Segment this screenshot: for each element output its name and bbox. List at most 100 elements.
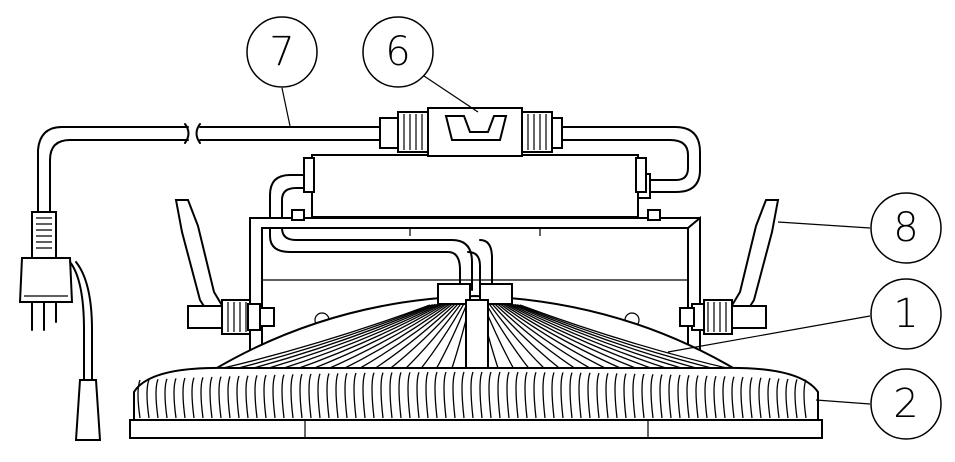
heatsink-fin <box>293 302 444 371</box>
ring-fin <box>137 379 141 419</box>
heatsink-fin <box>387 301 461 371</box>
ring-fin <box>218 376 222 419</box>
ring-fin <box>488 371 492 419</box>
heatsink-fin <box>309 302 447 371</box>
callout-8: 8 <box>777 192 942 264</box>
ring-fin <box>578 372 582 419</box>
ring-fin <box>767 377 771 419</box>
heatsink-fin <box>497 302 610 371</box>
ring-fin <box>560 372 564 419</box>
heatsink-fin <box>419 300 467 371</box>
heatsink-fin <box>503 302 641 371</box>
ring-fin <box>254 375 258 419</box>
ring-fin <box>623 373 627 419</box>
ring-fin <box>362 372 366 419</box>
ring-fin <box>299 373 303 419</box>
ring-fin <box>479 371 483 419</box>
ring-fin <box>236 375 240 419</box>
ring-fin <box>605 373 609 419</box>
ring-fin <box>389 372 393 419</box>
ring-fin <box>704 375 708 419</box>
ring-fin <box>227 376 231 419</box>
heatsink-fin <box>214 304 431 371</box>
heatsink-fin <box>230 304 433 371</box>
heatsink-fin <box>486 300 547 371</box>
ring-fin <box>317 373 321 419</box>
ring-fin <box>461 371 465 419</box>
ring-fin <box>470 371 474 419</box>
ring-fin <box>308 373 312 419</box>
callout-1: 1 <box>667 278 942 353</box>
ring-fin <box>713 375 717 419</box>
power-cord <box>18 123 381 441</box>
heatsink-fin <box>340 302 453 371</box>
ring-fin <box>659 374 663 419</box>
ring-fin <box>524 371 528 419</box>
ring-fin <box>182 377 186 419</box>
heatsink-fin <box>325 302 450 371</box>
ring-fin <box>209 376 213 419</box>
ring-fin <box>407 372 411 419</box>
ring-fin <box>758 377 762 419</box>
ring-fin <box>173 378 177 419</box>
ring-fin <box>794 379 798 419</box>
ring-fin <box>650 373 654 419</box>
ring-fin <box>515 371 519 419</box>
ring-fin <box>686 375 690 419</box>
driver-box <box>303 154 647 218</box>
heatsink-fin <box>514 303 704 371</box>
ring-fin <box>434 371 438 419</box>
callout-8-label: 8 <box>893 205 918 251</box>
ring-fin <box>272 374 276 419</box>
fin-ring <box>129 366 823 439</box>
ring-fin <box>731 376 735 419</box>
ring-fin <box>803 379 807 419</box>
callout-6: 6 <box>362 16 479 113</box>
heatsink-fin <box>246 303 436 371</box>
ring-fin <box>245 375 249 419</box>
ring-fin <box>641 373 645 419</box>
ring-fin <box>785 378 789 419</box>
heatsink-fin <box>483 300 531 371</box>
callout-6-label: 6 <box>385 29 410 75</box>
callout-2-label: 2 <box>893 381 918 427</box>
ring-fin <box>146 379 150 419</box>
ring-fin <box>281 374 285 419</box>
ring-fin <box>344 372 348 419</box>
heatsink-fin <box>495 301 594 371</box>
heatsink-fin <box>517 304 720 371</box>
ring-fin <box>668 374 672 419</box>
heatsink-fin <box>508 303 673 371</box>
heatsink-fin <box>262 303 439 371</box>
ring-fin <box>290 374 294 419</box>
ring-fin <box>506 371 510 419</box>
left-knob <box>174 199 275 335</box>
ring-fin <box>353 372 357 419</box>
heatsink-fin <box>500 302 625 371</box>
ring-fin <box>200 377 204 419</box>
ring-fin <box>164 378 168 419</box>
ring-fin <box>533 372 537 419</box>
ring-fin <box>722 376 726 419</box>
ring-fin <box>596 372 600 419</box>
ring-fin <box>191 377 195 419</box>
heatsink-fin <box>403 300 464 371</box>
ring-fin <box>740 376 744 419</box>
callout-2: 2 <box>815 368 942 440</box>
ring-fin <box>551 372 555 419</box>
bracket-knob <box>679 199 780 335</box>
heatsink-fin <box>489 301 563 371</box>
ring-fin <box>443 371 447 419</box>
ring-fin <box>614 373 618 419</box>
ring-fin <box>335 373 339 419</box>
ring-fin <box>497 371 501 419</box>
ring-fin <box>416 371 420 419</box>
ring-fin <box>695 375 699 419</box>
ring-fin <box>677 374 681 419</box>
callout-7: 7 <box>246 16 318 127</box>
ring-fin <box>326 373 330 419</box>
ring-fin <box>632 373 636 419</box>
heatsink-fin <box>277 303 442 371</box>
heatsink-fin <box>511 303 688 371</box>
